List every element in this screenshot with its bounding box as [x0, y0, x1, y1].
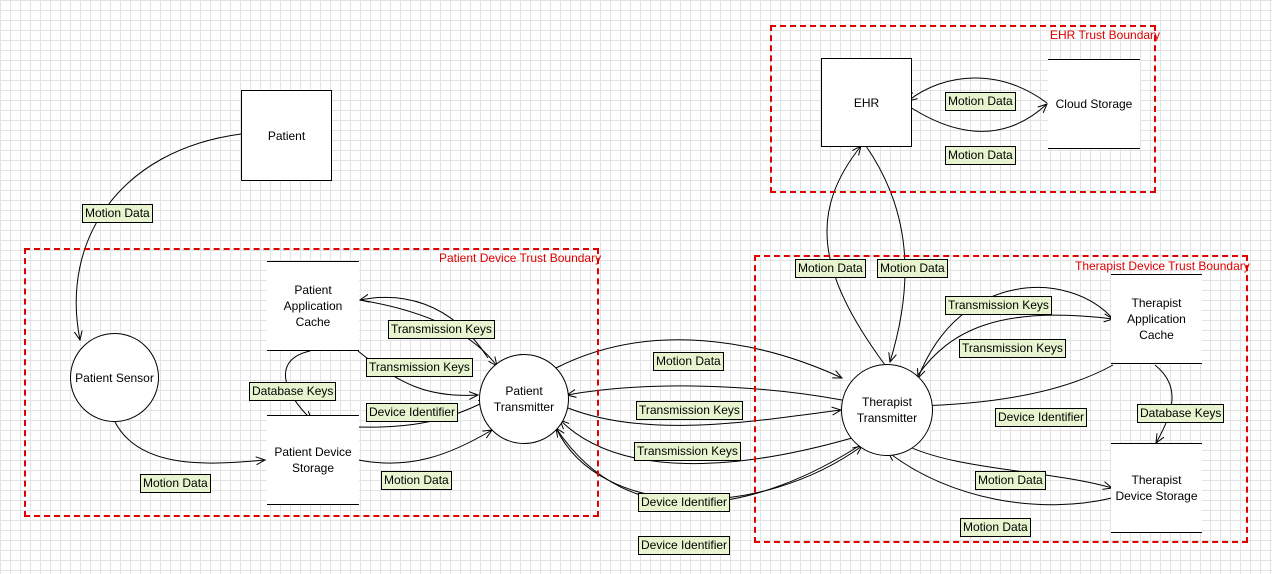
therapist-device-storage-store[interactable]: Therapist Device Storage [1111, 443, 1202, 533]
ehr-entity[interactable]: EHR [821, 58, 912, 147]
cloud-storage-store[interactable]: Cloud Storage [1048, 59, 1140, 149]
flow-label[interactable]: Motion Data [381, 471, 452, 490]
flow-label[interactable]: Motion Data [960, 518, 1031, 537]
therapist-application-cache-store[interactable]: Therapist Application Cache [1111, 274, 1202, 364]
therapist-device-trust-boundary-label: Therapist Device Trust Boundary [1075, 259, 1250, 273]
flow-label[interactable]: Motion Data [795, 259, 866, 278]
patient-device-trust-boundary [24, 248, 599, 517]
flow-label[interactable]: Transmission Keys [634, 442, 741, 461]
ehr-trust-boundary [770, 25, 1156, 193]
ehr-label: EHR [853, 95, 880, 110]
edge-cache-to-storage [285, 350, 312, 420]
patient-device-storage-label: Patient Device Storage [274, 445, 352, 475]
edge-therapist-storage-to-tt [888, 452, 1113, 506]
flow-label[interactable]: Motion Data [945, 92, 1016, 111]
patient-sensor-process[interactable]: Patient Sensor [70, 333, 159, 422]
patient-application-cache-label: Patient Application Cache [283, 283, 343, 329]
therapist-application-cache-label: Therapist Application Cache [1127, 296, 1186, 342]
edge-ehr-to-tt [865, 145, 906, 362]
flow-label[interactable]: Motion Data [140, 474, 211, 493]
patient-sensor-label: Patient Sensor [75, 370, 154, 385]
patient-transmitter-label: Patient Transmitter [493, 384, 555, 414]
edge-transmitter-to-cache [360, 297, 489, 359]
edge-tt-to-therapist-cache [917, 315, 1113, 376]
cloud-storage-label: Cloud Storage [1055, 97, 1133, 111]
therapist-device-trust-boundary [754, 255, 1248, 543]
flow-label[interactable]: Device Identifier [638, 536, 731, 555]
patient-application-cache-store[interactable]: Patient Application Cache [267, 261, 359, 351]
edge-pt-to-tt-keys [567, 408, 841, 426]
flow-label[interactable]: Transmission Keys [636, 401, 743, 420]
edge-storage-to-transmitter-1 [357, 400, 488, 428]
flow-label[interactable]: Database Keys [249, 382, 337, 401]
patient-entity[interactable]: Patient [241, 90, 332, 181]
edge-tt-to-therapist-storage [901, 442, 1112, 488]
flow-label[interactable]: Transmission Keys [945, 296, 1052, 315]
flow-label[interactable]: Transmission Keys [959, 339, 1066, 358]
patient-device-trust-boundary-label: Patient Device Trust Boundary [439, 251, 602, 265]
edge-pt-to-tt-motion [555, 339, 842, 378]
flow-label[interactable]: Motion Data [653, 352, 724, 371]
edge-tt-to-pt-keys-2 [560, 420, 853, 464]
edge-therapist-cache-to-tt [918, 287, 1114, 378]
edge-ehr-to-cloud [909, 104, 1047, 132]
flow-label[interactable]: Database Keys [1137, 404, 1225, 423]
ehr-trust-boundary-label: EHR Trust Boundary [1050, 28, 1161, 42]
patient-label: Patient [267, 128, 306, 143]
flow-label[interactable]: Device Identifier [995, 408, 1088, 427]
flow-label[interactable]: Transmission Keys [366, 358, 473, 377]
therapist-transmitter-label: Therapist Transmitter [856, 395, 918, 425]
flow-label[interactable]: Motion Data [945, 146, 1016, 165]
flow-label[interactable]: Motion Data [877, 259, 948, 278]
edge-storage-to-transmitter-2 [357, 430, 492, 464]
flow-label[interactable]: Motion Data [975, 471, 1046, 490]
flow-label[interactable]: Device Identifier [638, 493, 731, 512]
flow-label[interactable]: Motion Data [82, 204, 153, 223]
therapist-transmitter-process[interactable]: Therapist Transmitter [841, 364, 933, 456]
patient-device-storage-store[interactable]: Patient Device Storage [267, 415, 359, 505]
flow-label[interactable]: Transmission Keys [388, 320, 495, 339]
edge-tt-to-pt-keys [567, 385, 843, 401]
edge-tt-to-ehr [826, 146, 886, 366]
therapist-device-storage-label: Therapist Device Storage [1115, 473, 1198, 503]
patient-transmitter-process[interactable]: Patient Transmitter [479, 354, 569, 444]
edge-therapist-cache-to-storage [1154, 364, 1173, 443]
edge-sensor-to-storage [114, 421, 265, 463]
flow-label[interactable]: Device Identifier [366, 403, 459, 422]
edge-cloud-to-ehr [908, 77, 1048, 104]
